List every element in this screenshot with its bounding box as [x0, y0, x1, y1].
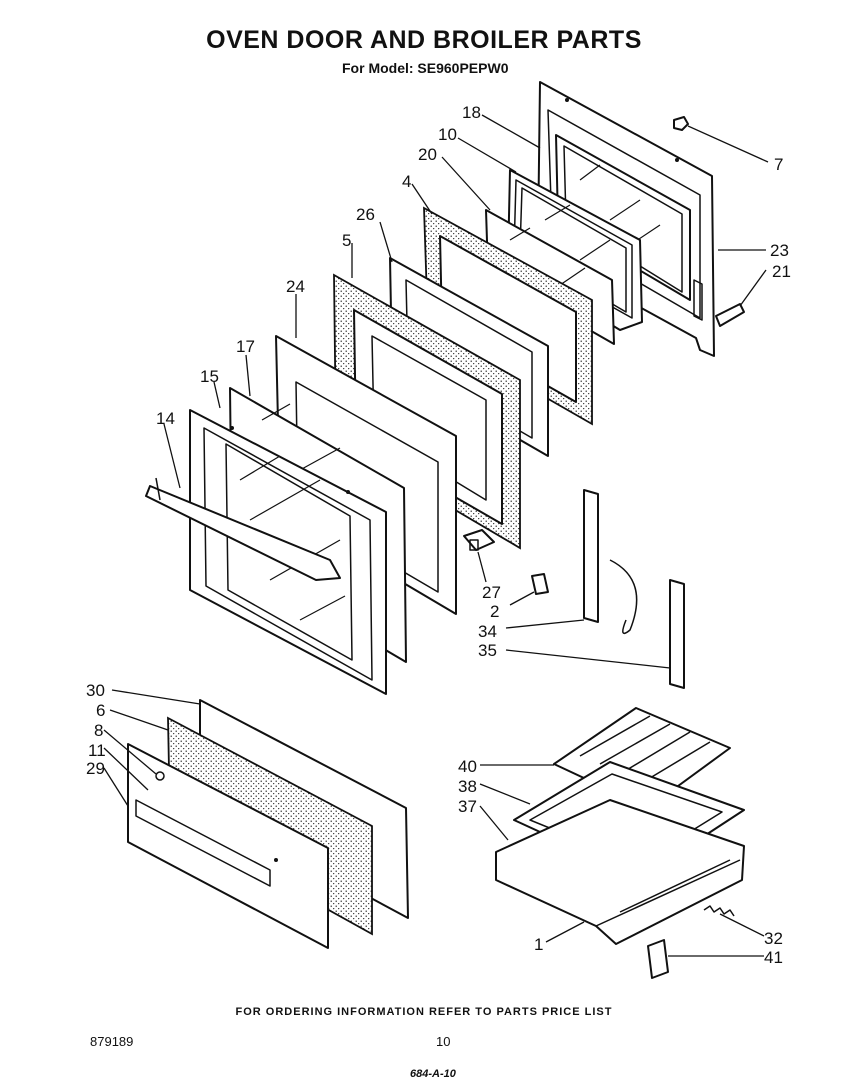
callout-40: 40 [458, 757, 477, 776]
callout-4: 4 [402, 172, 411, 191]
callout-34: 34 [478, 622, 497, 641]
callout-14: 14 [156, 409, 175, 428]
callout-20: 20 [418, 145, 437, 164]
callout-6: 6 [96, 701, 105, 720]
page-number: 10 [436, 1034, 451, 1049]
leader-lines [103, 114, 769, 957]
part-34-latch-plate [583, 489, 638, 635]
part-37-broiler-drawer [495, 799, 745, 945]
part-2-knob [531, 573, 549, 595]
callout-11: 11 [88, 741, 106, 760]
ordering-note: FOR ORDERING INFORMATION REFER TO PARTS … [235, 1006, 613, 1018]
callout-32: 32 [764, 929, 783, 948]
callout-27: 27 [482, 583, 501, 602]
callout-41: 41 [764, 948, 783, 967]
part-41-clip [647, 939, 669, 979]
page-title: OVEN DOOR AND BROILER PARTS [206, 26, 642, 54]
part-21-hinge [715, 303, 745, 327]
callout-37: 37 [458, 797, 477, 816]
callout-2: 2 [490, 602, 499, 621]
callout-17: 17 [236, 337, 255, 356]
callout-7: 7 [774, 155, 783, 174]
callout-30: 30 [86, 681, 105, 700]
callout-8: 8 [94, 721, 103, 740]
callout-35: 35 [478, 641, 497, 660]
part-29-drawer-front [127, 743, 329, 949]
callout-5: 5 [342, 231, 351, 250]
handwritten-code: 684-A-10 [410, 1068, 456, 1080]
callout-18: 18 [462, 103, 481, 122]
callout-10: 10 [438, 125, 457, 144]
callout-24: 24 [286, 277, 305, 296]
callout-26: 26 [356, 205, 375, 224]
model-subtitle: For Model: SE960PEPW0 [342, 60, 509, 76]
part-32-spring [703, 905, 735, 917]
callout-38: 38 [458, 777, 477, 796]
callout-29: 29 [86, 759, 105, 778]
callout-23: 23 [770, 241, 789, 260]
part-35-latch-arm [669, 579, 685, 689]
part-27-bracket [463, 529, 495, 551]
part-14-door-handle [145, 477, 341, 581]
part-18-liner-window [555, 134, 691, 301]
callout-15: 15 [200, 367, 219, 386]
callout-1: 1 [534, 935, 543, 954]
callout-21: 21 [772, 262, 791, 281]
document-number: 879189 [90, 1034, 134, 1049]
part-7-screw [673, 116, 689, 131]
